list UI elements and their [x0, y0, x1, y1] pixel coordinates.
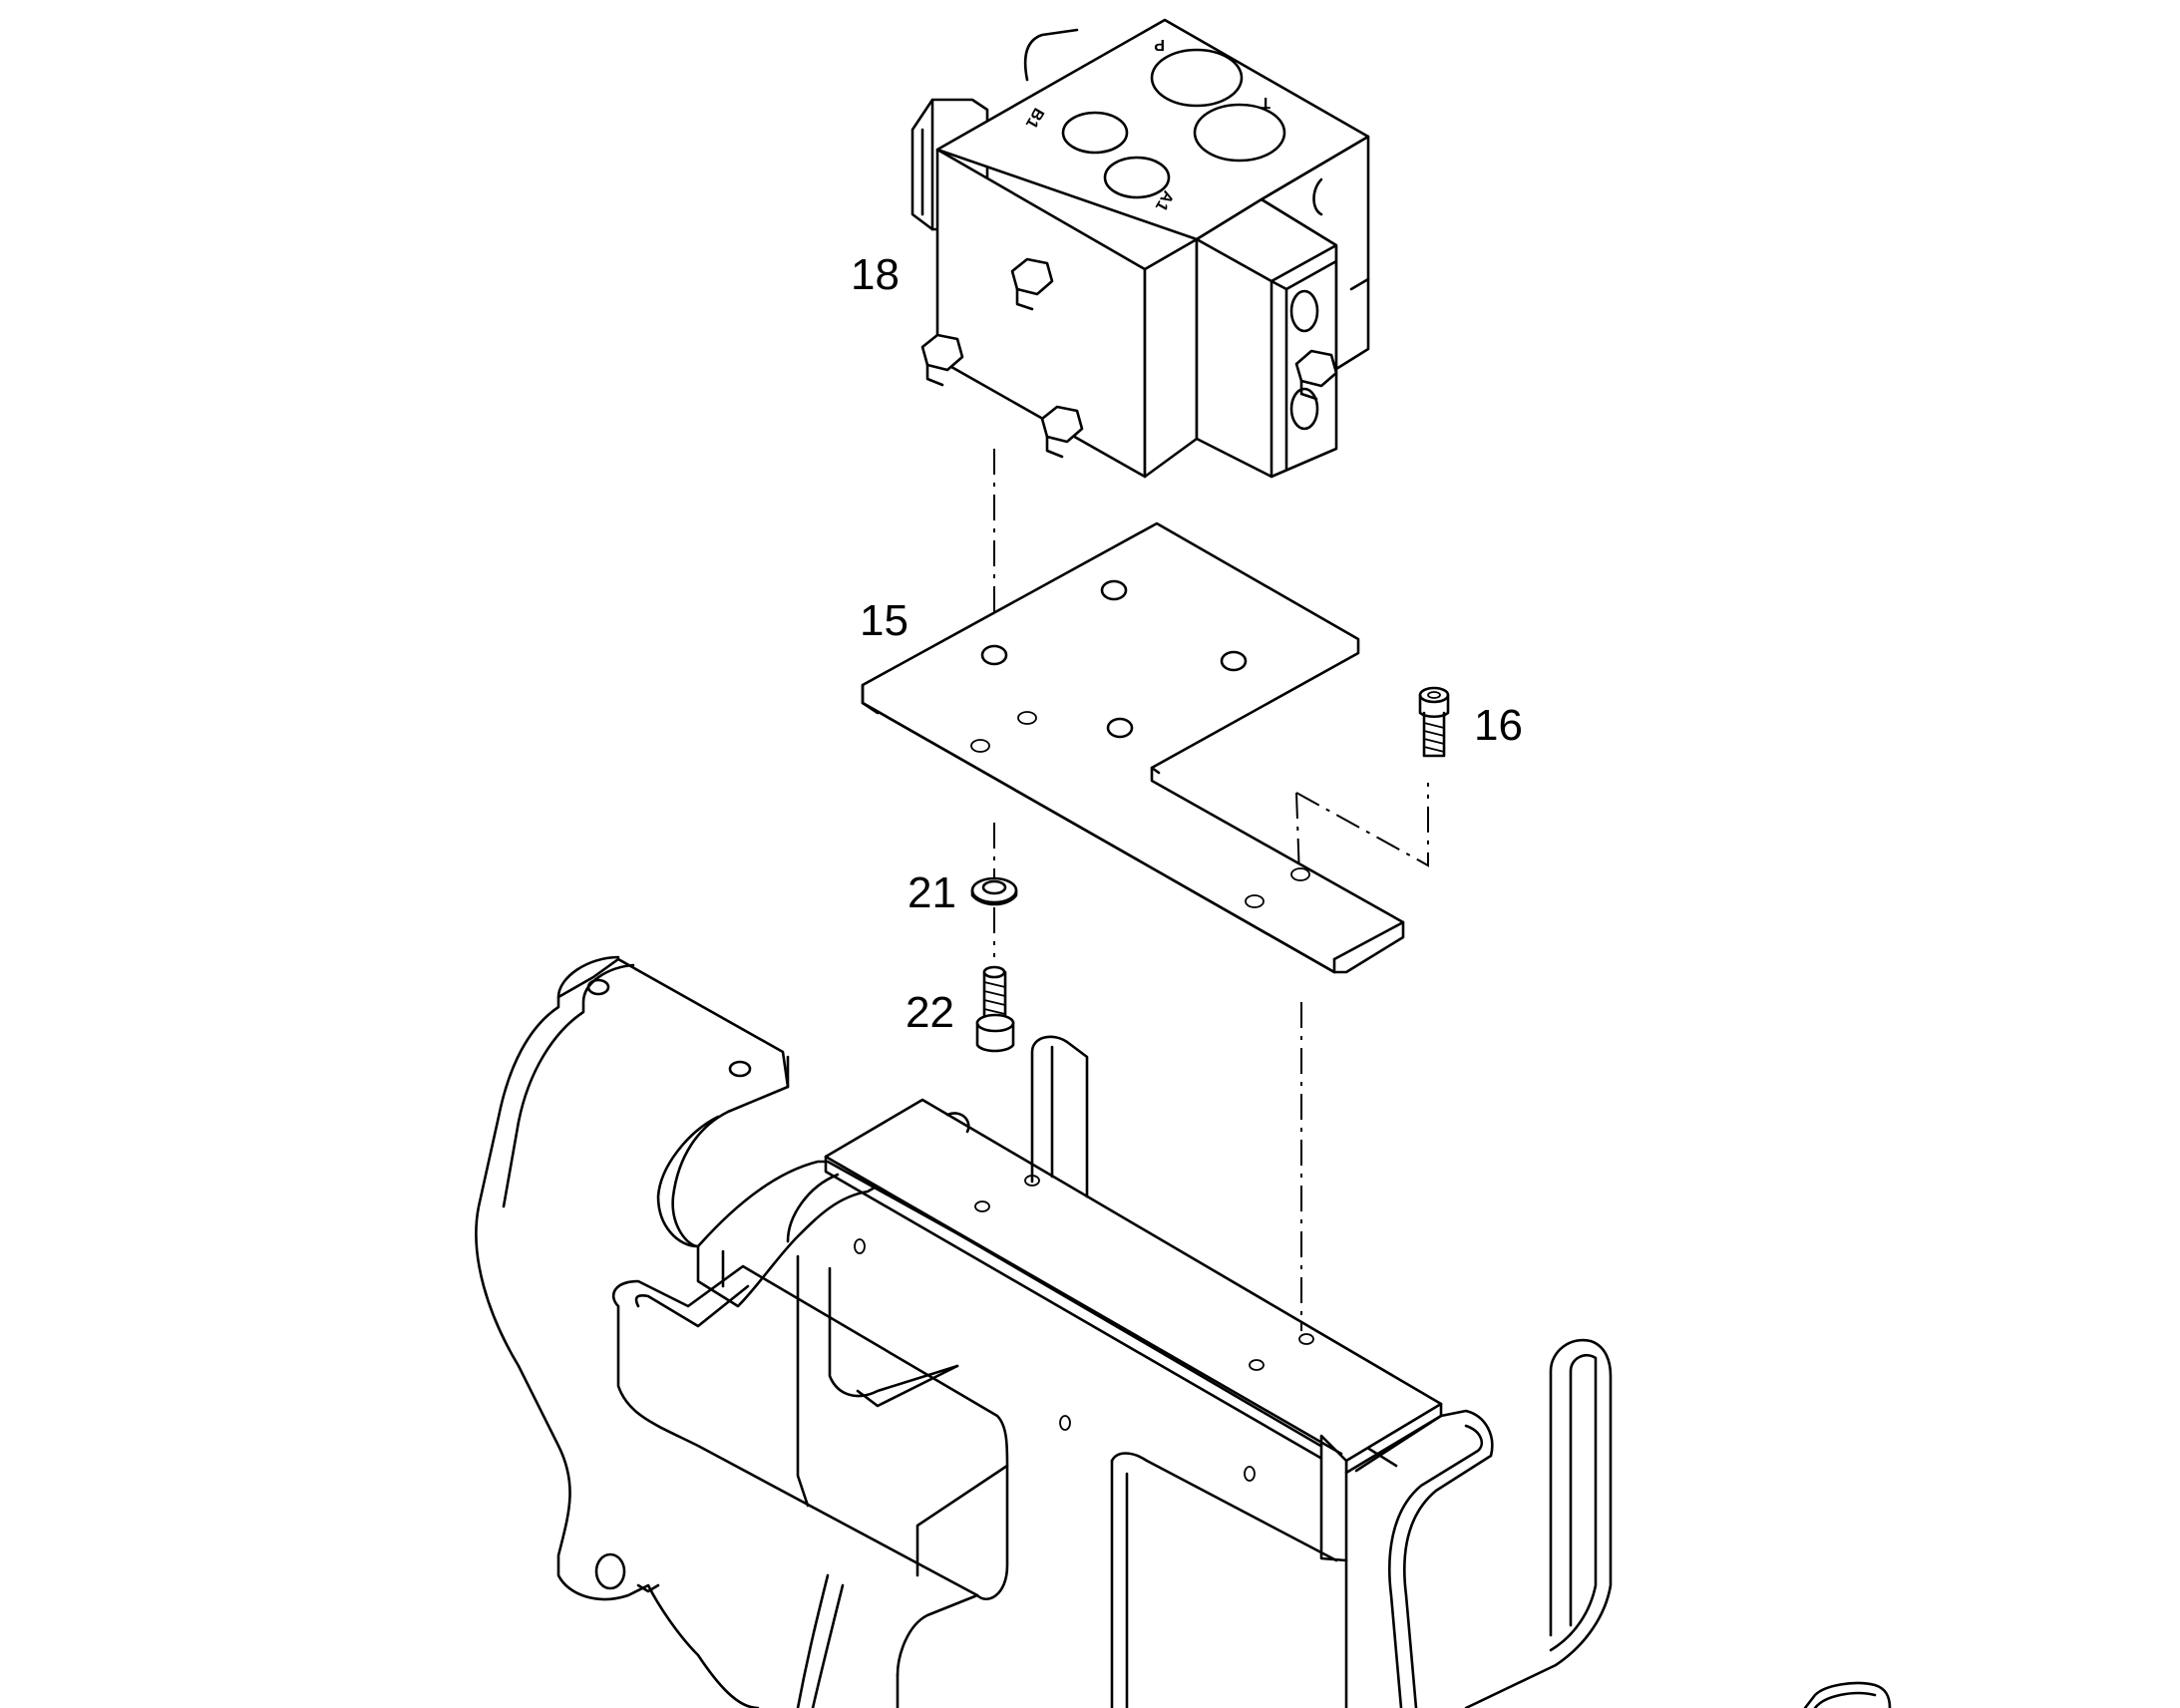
frame-hole	[586, 978, 610, 996]
port-t-label: T	[1261, 94, 1271, 111]
plate-hole	[980, 644, 1008, 666]
frame-top-plate	[824, 1098, 1443, 1463]
port-p-hole	[1150, 48, 1244, 108]
valve-block: P T B1 A1	[910, 18, 1370, 479]
callout-18: 18	[851, 250, 900, 299]
plate-hole	[1245, 894, 1265, 908]
port-b1-hole	[1061, 111, 1129, 155]
plate-hole	[1220, 650, 1248, 672]
support-frame	[475, 955, 1892, 1708]
cap-screw-22	[975, 965, 1015, 1053]
port-p-label: P	[1154, 36, 1165, 53]
mounting-plate	[861, 521, 1405, 974]
cap-screw-16	[1418, 686, 1450, 758]
plate-hole	[1100, 579, 1128, 601]
plate-hole	[970, 739, 990, 753]
valve-side-block	[1195, 197, 1338, 479]
plate-hole	[1017, 711, 1037, 725]
callout-21: 21	[908, 868, 956, 917]
plate-hole	[1106, 717, 1134, 739]
washer-21	[970, 876, 1018, 906]
frame-hole	[728, 1060, 752, 1078]
plate-hole	[1290, 867, 1310, 881]
port-t-hole	[1193, 103, 1286, 163]
callout-16: 16	[1474, 701, 1523, 750]
callout-15: 15	[860, 596, 908, 645]
callout-22: 22	[906, 988, 954, 1037]
frame-hole	[594, 1552, 626, 1590]
port-a1-hole	[1103, 156, 1171, 199]
